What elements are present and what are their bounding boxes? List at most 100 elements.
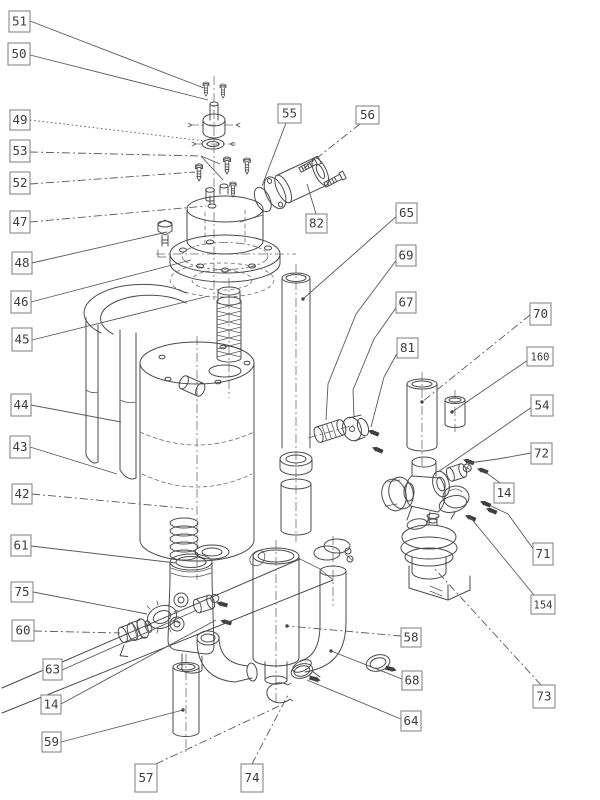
callout-number: 45 <box>14 332 29 347</box>
leader-endpoint <box>329 649 333 653</box>
callout-box <box>529 302 552 326</box>
leader-line <box>451 359 529 413</box>
leader-line <box>30 545 177 564</box>
leader-line <box>29 54 209 101</box>
leader-line <box>61 609 198 671</box>
callout-number: 56 <box>360 107 375 122</box>
part-bottom-pipe <box>172 662 200 737</box>
part-center-pipe <box>252 547 300 667</box>
tank-nipple <box>178 375 206 397</box>
part-spacer-sleeve <box>444 396 466 428</box>
callout-82: 82 <box>305 183 328 234</box>
part-right-pipe <box>406 378 438 452</box>
part-manifold-screws <box>215 600 233 626</box>
part-pipe-stub <box>264 661 288 685</box>
part-check-valve <box>342 414 370 442</box>
callout-72: 72 <box>467 442 553 465</box>
callout-box <box>396 337 419 359</box>
callout-number: 71 <box>535 546 550 561</box>
callout-59: 59 <box>41 708 185 753</box>
callout-71: 71 <box>488 504 554 566</box>
callout-58: 58 <box>285 624 422 648</box>
leader-line <box>306 679 402 720</box>
callout-55: 55 <box>261 103 302 187</box>
part-boiler-tank <box>139 341 266 567</box>
callout-14-left: 14 <box>40 619 217 715</box>
callout-box <box>10 290 32 314</box>
part-steam-valve <box>253 155 347 213</box>
callout-box <box>8 10 31 33</box>
leader-endpoint <box>450 410 454 414</box>
callout-68: 68 <box>329 649 423 691</box>
callout-46: 46 <box>10 259 192 314</box>
callout-42: 42 <box>11 483 194 510</box>
callout-box <box>9 435 31 459</box>
leader-endpoint <box>420 400 424 404</box>
leader-line <box>29 151 202 157</box>
leader-line <box>302 123 361 170</box>
callout-number: 55 <box>282 106 297 121</box>
callout-box <box>41 731 62 753</box>
callout-57: 57 <box>134 705 280 793</box>
callout-number: 70 <box>533 306 548 321</box>
callout-box <box>11 483 33 505</box>
callout-box <box>401 670 423 691</box>
leader-line <box>29 119 206 142</box>
leader-line <box>286 625 402 637</box>
part-flange-bolt <box>157 219 173 258</box>
callout-box <box>11 327 33 352</box>
callout-154: 154 <box>469 516 556 615</box>
callout-box <box>530 442 553 465</box>
callout-65: 65 <box>301 202 418 301</box>
callout-67: 67 <box>352 291 417 417</box>
callout-number: 51 <box>12 14 27 29</box>
part-fastening-screws <box>367 428 384 455</box>
callout-number: 67 <box>398 295 413 310</box>
leader-line <box>31 231 168 264</box>
callout-box <box>10 581 34 603</box>
callout-box <box>530 394 554 417</box>
leader-line <box>469 516 535 596</box>
part-seal-washer <box>191 138 235 150</box>
callout-box <box>9 171 31 195</box>
part-heating-element <box>216 286 242 363</box>
callout-number: 48 <box>14 255 29 270</box>
callout-number: 54 <box>534 398 549 413</box>
leader-endpoint <box>285 624 289 628</box>
leader-line <box>29 446 118 475</box>
callout-number: 46 <box>13 294 28 309</box>
callout-number: 58 <box>403 630 418 645</box>
leader-line <box>433 567 542 686</box>
callout-box <box>9 139 31 163</box>
callout-number: 44 <box>13 397 28 412</box>
part-hose-clamp <box>290 663 322 683</box>
callout-14-right: 14 <box>483 470 515 504</box>
callout-number: 73 <box>536 689 551 704</box>
part-inline-fitting <box>313 419 347 443</box>
leader-endpoint <box>181 708 185 712</box>
callout-box <box>9 210 31 234</box>
leader-line <box>437 406 533 473</box>
leader-line <box>29 20 205 89</box>
callout-61: 61 <box>10 534 177 564</box>
callout-box <box>532 684 556 709</box>
leader-line <box>32 591 148 615</box>
leader-line <box>330 650 403 680</box>
callout-number: 64 <box>403 713 418 728</box>
leader-line <box>488 504 535 551</box>
leader-line <box>325 257 399 421</box>
callout-number: 69 <box>398 248 413 263</box>
callout-number: 61 <box>13 538 28 553</box>
part-union-ring <box>279 451 313 536</box>
callout-box <box>134 763 158 793</box>
leader-line <box>261 122 287 187</box>
part-solenoid-valve <box>438 485 470 520</box>
leader-line <box>31 493 194 510</box>
callout-box <box>530 594 556 615</box>
part-drain-valve <box>192 593 220 614</box>
callout-number: 63 <box>45 662 60 677</box>
callout-number: 50 <box>11 46 26 61</box>
callout-number: 65 <box>399 205 414 220</box>
callout-number: 82 <box>309 216 324 231</box>
